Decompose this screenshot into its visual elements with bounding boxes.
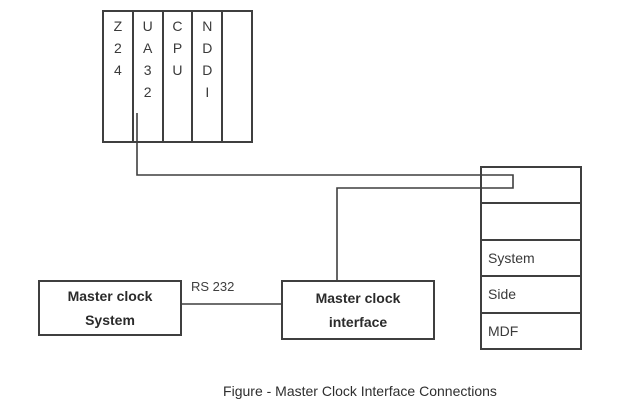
card-slot-empty xyxy=(223,12,251,141)
card-slot-nddi: NDDI xyxy=(193,12,224,141)
card-slot-label xyxy=(231,15,244,141)
mdf-row-label: System xyxy=(488,250,535,267)
card-shelf-box: Z24 UA32 CPU NDDI xyxy=(102,10,253,143)
master-clock-interface-label-line1: Master clock xyxy=(315,290,401,306)
mdf-row-empty-2 xyxy=(482,204,580,241)
card-slot-ua32: UA32 xyxy=(134,12,164,141)
mdf-row-label: Side xyxy=(488,286,517,303)
mdf-row-label: MDF xyxy=(488,322,519,339)
mdf-row-side: Side xyxy=(482,277,580,314)
mdf-row-mdf: MDF xyxy=(482,314,580,348)
card-slot-z24: Z24 xyxy=(104,12,134,141)
figure-caption: Figure - Master Clock Interface Connecti… xyxy=(223,383,497,399)
mdf-row-system: System xyxy=(482,241,580,278)
mdf-row-empty-1 xyxy=(482,168,580,205)
card-slot-label: CPU xyxy=(172,18,183,78)
card-slot-label: UA32 xyxy=(142,18,153,100)
master-clock-system-label-line2: System xyxy=(85,312,135,328)
card-slot-label: Z24 xyxy=(113,18,123,78)
mdf-rack-box: System Side MDF xyxy=(480,166,582,350)
card-slot-label: NDDI xyxy=(202,18,213,100)
master-clock-system-box: Master clock System xyxy=(38,280,182,336)
rs232-label: RS 232 xyxy=(191,279,235,294)
master-clock-interface-box: Master clock interface xyxy=(281,280,435,340)
card-slot-cpu: CPU xyxy=(164,12,194,141)
master-clock-system-label-line1: Master clock xyxy=(67,288,153,304)
master-clock-interface-label-line2: interface xyxy=(328,314,388,330)
